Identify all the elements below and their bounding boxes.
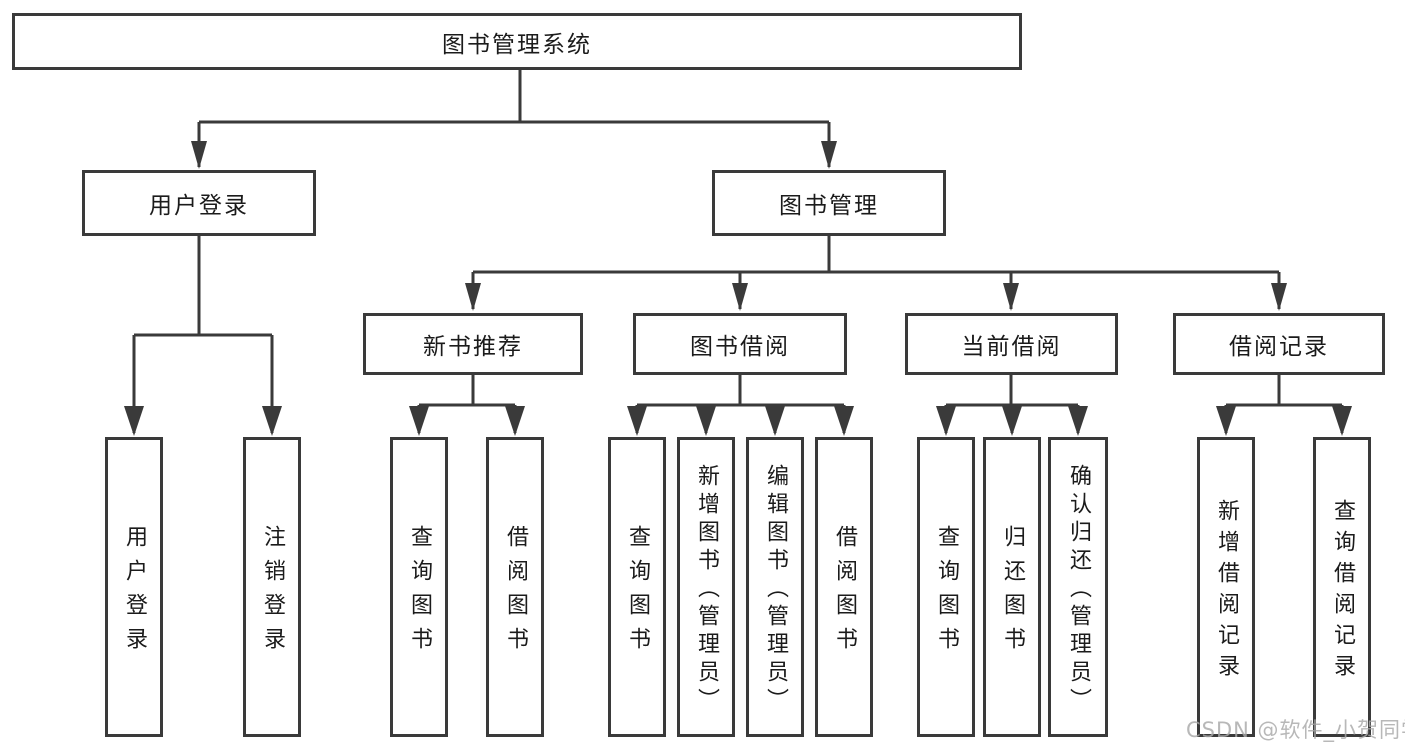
node-leaf-edit-books-admin: 编辑图书（管理员）: [746, 437, 804, 737]
node-library-management-system: 图书管理系统: [12, 13, 1022, 70]
node-leaf-borrow-books-1: 借阅图书: [486, 437, 544, 737]
node-label: 查询图书: [407, 525, 432, 661]
node-leaf-borrow-books-2: 借阅图书: [815, 437, 873, 737]
node-leaf-confirm-return-admin: 确认归还（管理员）: [1048, 437, 1108, 737]
node-user-login-group: 用户登录: [82, 170, 316, 236]
node-label: 查询图书: [625, 525, 650, 661]
node-leaf-add-books-admin: 新增图书（管理员）: [677, 437, 735, 737]
node-book-borrow: 图书借阅: [633, 313, 847, 375]
node-leaf-logout: 注销登录: [243, 437, 301, 737]
node-leaf-query-books-2: 查询图书: [608, 437, 666, 737]
connector-edges: [132, 70, 1344, 433]
csdn-watermark: CSDN @软件_小贺同学: [1186, 718, 1405, 742]
node-label: 图书借阅: [690, 334, 790, 360]
node-label: 归还图书: [1000, 525, 1025, 661]
node-label: 用户登录: [122, 525, 147, 661]
node-leaf-add-borrow-record: 新增借阅记录: [1197, 437, 1255, 737]
node-leaf-query-books-3: 查询图书: [917, 437, 975, 737]
node-book-management: 图书管理: [712, 170, 946, 236]
node-leaf-user-login: 用户登录: [105, 437, 163, 737]
node-label: 查询图书: [934, 525, 959, 661]
node-label: 借阅图书: [832, 525, 857, 661]
node-borrow-records: 借阅记录: [1173, 313, 1385, 375]
node-label: 编辑图书（管理员）: [763, 464, 788, 716]
node-label: 新增借阅记录: [1214, 498, 1239, 685]
node-label: 当前借阅: [961, 334, 1062, 360]
node-label: 新增图书（管理员）: [694, 464, 719, 716]
node-leaf-return-books: 归还图书: [983, 437, 1041, 737]
node-label: 借阅图书: [503, 525, 528, 661]
node-label: 注销登录: [260, 525, 285, 661]
node-leaf-query-borrow-record: 查询借阅记录: [1313, 437, 1371, 737]
node-label: 确认归还（管理员）: [1066, 464, 1091, 716]
node-label: 新书推荐: [423, 334, 523, 360]
node-label: 图书管理系统: [442, 31, 592, 58]
node-label: 图书管理: [779, 193, 879, 219]
node-current-borrow: 当前借阅: [905, 313, 1118, 375]
node-leaf-query-books-1: 查询图书: [390, 437, 448, 737]
node-label: 借阅记录: [1229, 334, 1329, 360]
node-new-book-recommend: 新书推荐: [363, 313, 583, 375]
node-label: 用户登录: [149, 193, 249, 219]
node-label: 查询借阅记录: [1330, 498, 1355, 685]
